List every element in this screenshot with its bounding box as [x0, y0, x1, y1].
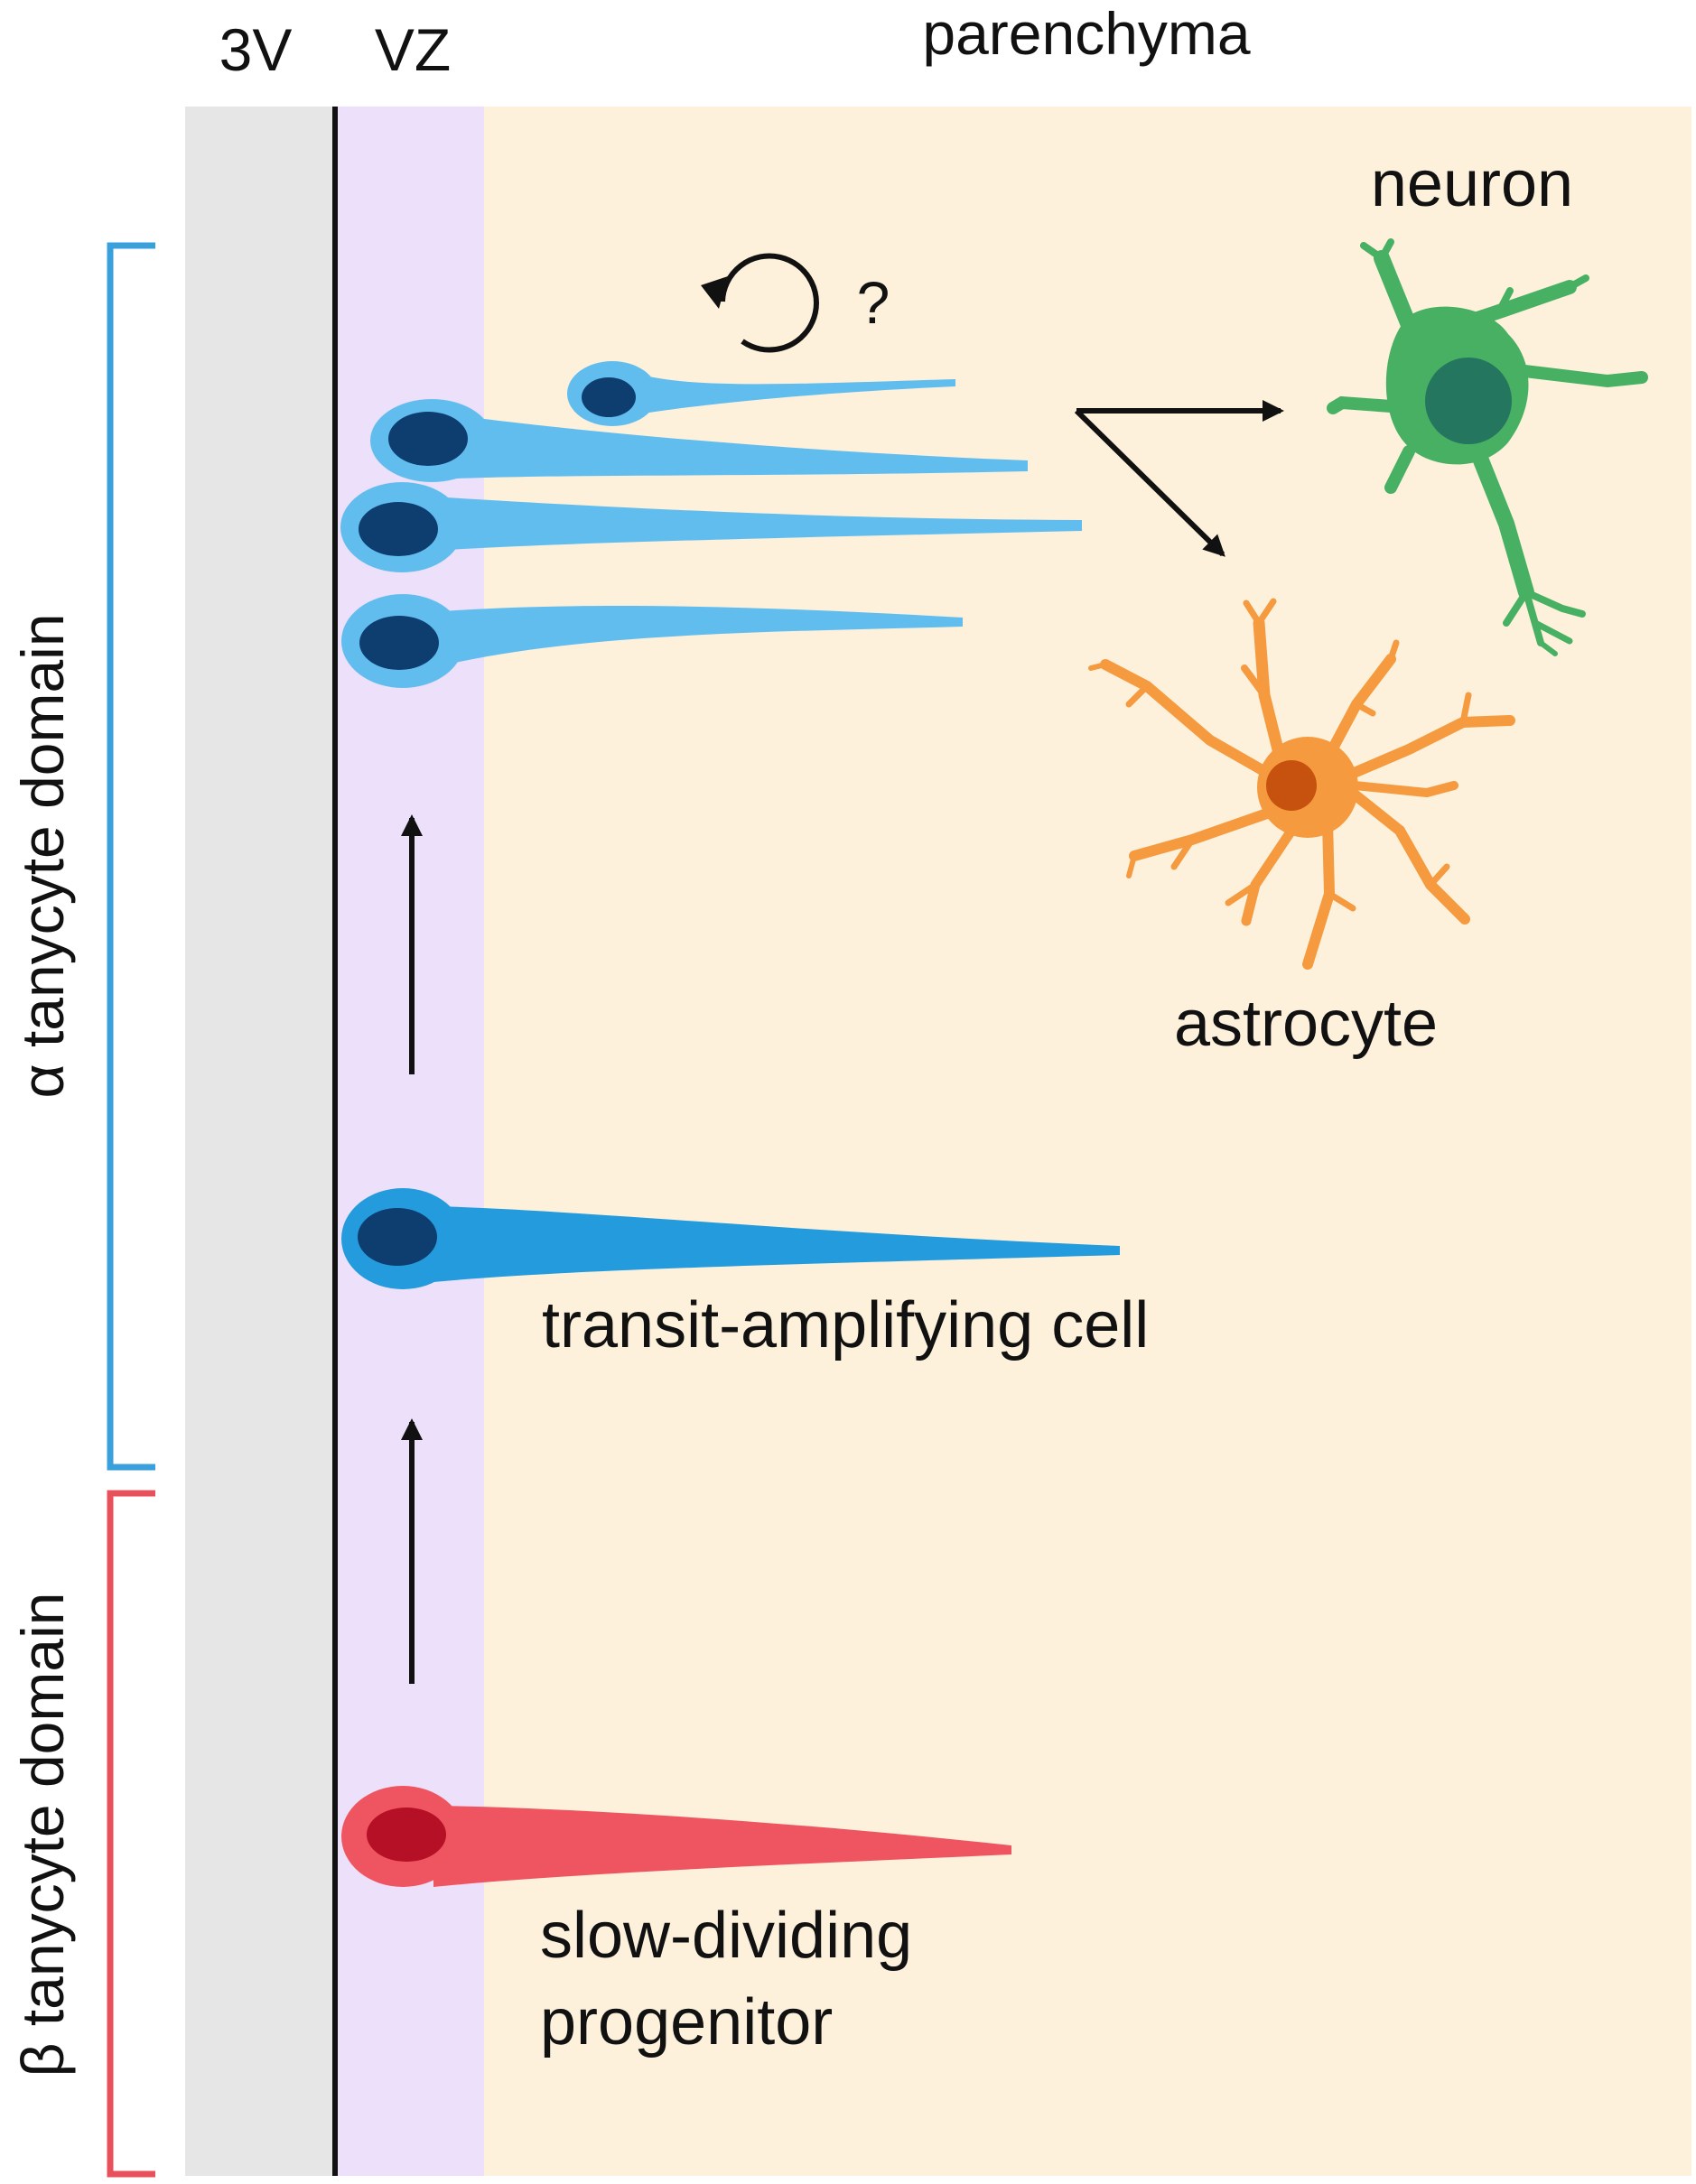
alpha-tanycyte-top	[370, 399, 1028, 482]
beta-domain-bracket	[107, 1490, 155, 2178]
neuron-label: neuron	[1371, 148, 1573, 220]
alpha-tanycyte-small	[567, 361, 955, 426]
astrocyte-cell	[1088, 598, 1515, 970]
neuron-nucleus	[1425, 358, 1512, 444]
self-renewal-question: ?	[857, 269, 890, 336]
alpha-tanycyte-middle	[340, 482, 1082, 572]
alpha-tanycyte-lower	[341, 594, 963, 688]
transit-amplifying-cell	[341, 1188, 1120, 1289]
slow-dividing-label-line1: slow-dividing	[540, 1900, 912, 1972]
beta-domain-label: β tanycyte domain	[9, 1593, 76, 2077]
astrocyte-label: astrocyte	[1174, 988, 1438, 1060]
slow-dividing-label-line2: progenitor	[540, 1986, 833, 2059]
neuron-cell	[1327, 238, 1648, 656]
header-vz: VZ	[375, 16, 451, 83]
header-3v: 3V	[219, 16, 293, 83]
self-renewal-icon	[701, 253, 819, 353]
transit-amplifying-label: transit-amplifying cell	[542, 1289, 1149, 1362]
astrocyte-nucleus	[1266, 760, 1317, 811]
alpha-domain-bracket	[107, 242, 155, 1471]
slow-dividing-progenitor-cell	[341, 1786, 1011, 1887]
third-ventricle-zone	[185, 107, 335, 2176]
header-parenchyma: parenchyma	[922, 0, 1250, 67]
differentiation-arrow-astrocyte	[1074, 408, 1225, 557]
alpha-domain-label: α tanycyte domain	[9, 613, 76, 1098]
